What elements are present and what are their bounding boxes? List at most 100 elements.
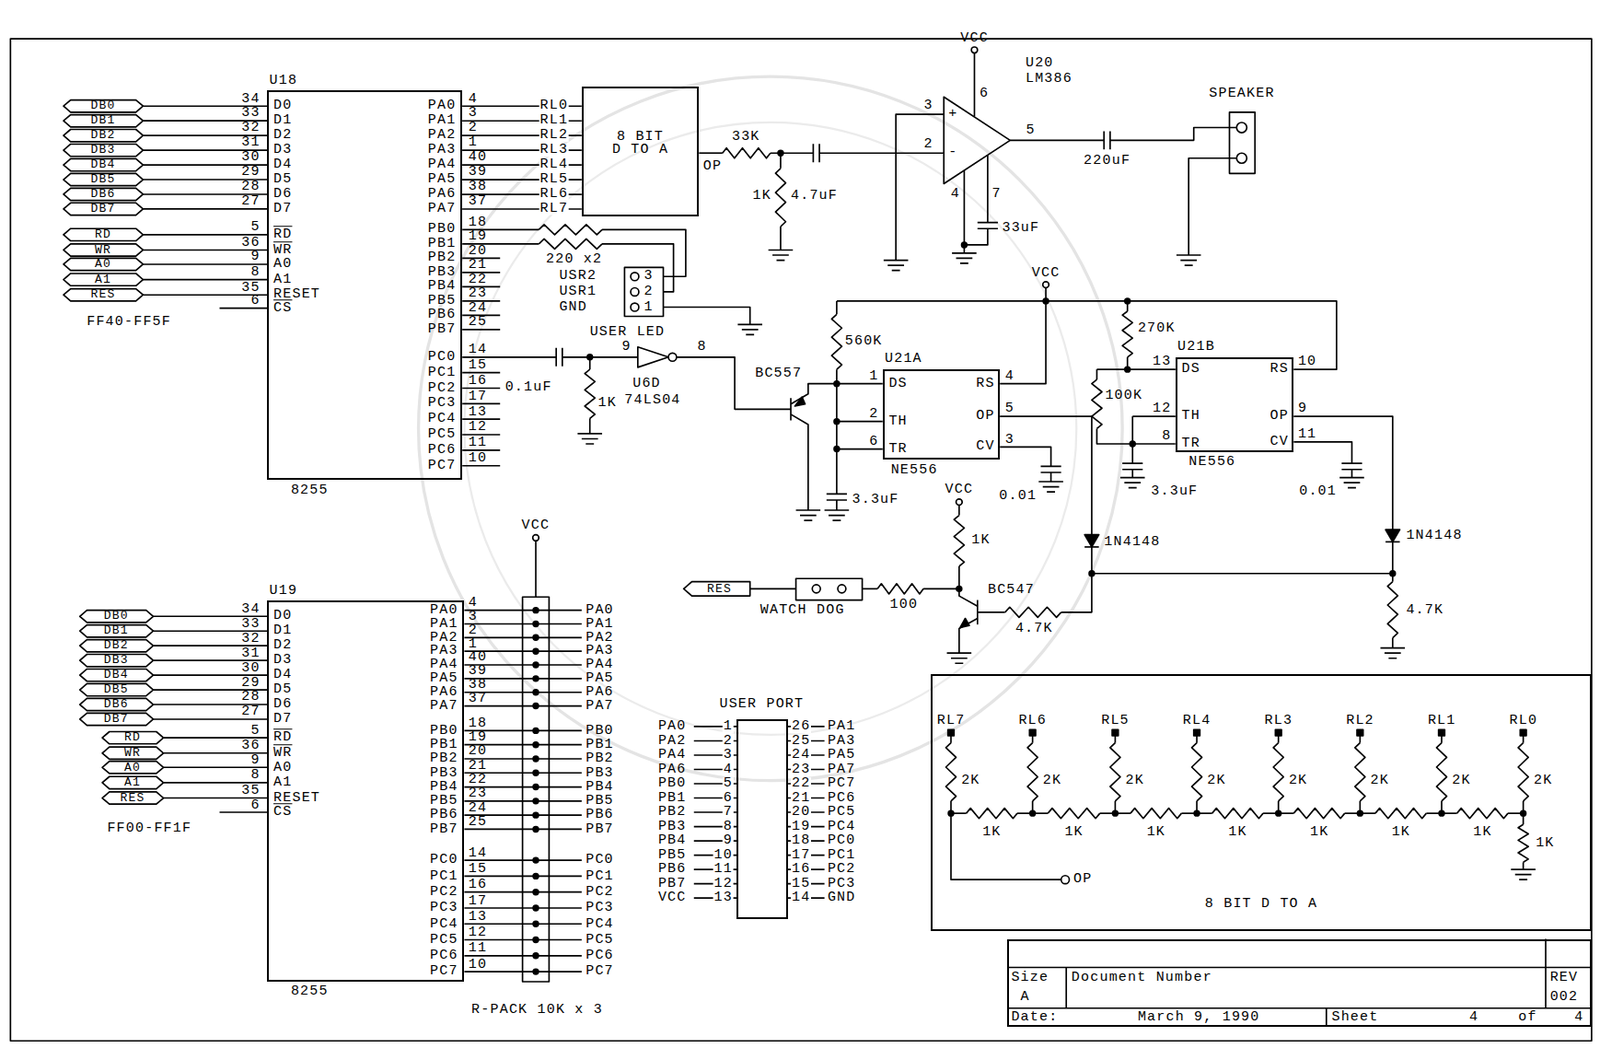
wire-label: RL2 [539,128,570,142]
pin-number: 3 [1005,433,1015,447]
component-value: 100 [890,599,919,613]
part-name: SPEAKER [1208,87,1275,101]
pin-name: PC2 [429,885,459,899]
ground-symbol [796,510,822,521]
pin-number: 29 [241,676,260,690]
pin-name: PB3 [429,766,459,780]
component-value: 0.1uF [505,381,553,395]
pin-name: D2 [273,128,292,142]
pin-name: RS [975,377,995,391]
pin-number: 19 [468,730,487,744]
junction-dot [533,811,539,818]
wire-label: RL5 [539,173,570,186]
wire [1277,735,1280,743]
pin-name: RD [273,731,292,745]
signal-tag-text: A0 [124,762,141,774]
component-value: 2K [1288,774,1308,788]
bus-tag [80,683,154,696]
pin-number: 12 [468,421,487,435]
pin-number: 20 [790,806,812,820]
wire [1441,811,1458,814]
wire [1007,966,1592,969]
pin-name: PA3 [429,645,459,659]
transistor-symbol [976,600,979,626]
signal-name: PC2 [827,863,857,877]
pin-number: 22 [790,777,812,791]
dac-panel: 8 BIT D TO A [930,673,1592,931]
pin-name: WR [273,243,292,257]
pin-name: D3 [273,654,292,668]
pin-name: D0 [273,100,292,114]
component-value: 1K [1391,826,1411,840]
bus-tag [80,654,154,667]
pin-number: 9 [621,340,631,354]
junction-dot [533,952,539,959]
wire [152,718,267,720]
wire [1114,811,1131,814]
component-value: 2K [1451,774,1471,788]
signal-name: PB0 [585,724,615,738]
component-value: 1K [1310,826,1329,840]
signal-tag-text: RES [707,583,732,595]
signal-tag-text: DB1 [104,626,129,638]
junction-dot [533,920,539,927]
resistor-symbol [1122,311,1133,358]
resistor-symbol [538,224,603,235]
signal-name: PC1 [827,848,857,862]
pin-name: PC4 [428,413,457,427]
component-value: 220uF [1083,154,1131,168]
wire [836,448,883,451]
wire [1131,416,1134,464]
junction-dot [533,857,539,863]
pin-number: 11 [713,863,734,877]
wire [562,356,638,359]
pin-number: 38 [468,181,487,195]
ground-symbol [737,324,763,335]
wire [999,287,1046,383]
resistor-symbol [1027,742,1038,801]
wire [835,499,838,511]
pin-name: PB2 [429,752,459,766]
wire [950,812,1062,880]
resistor-symbol [775,168,786,227]
pin-name: RD [273,228,292,242]
junction-dot [533,621,539,627]
signal-name: VCC [658,892,687,905]
ic-8255: U19D0D1D2D3D4D5D6D7RDWRA0A1RESETCSPA0PA1… [266,600,464,983]
signal-name: PC5 [585,933,615,947]
wire [152,629,267,632]
resistor-symbol [1518,823,1529,862]
wire [999,416,1092,535]
jumper-symbol [796,578,863,600]
pin-name: PA7 [428,202,457,216]
timer-ic: U21ADSRSTHOPTRCVNE556 [882,369,1000,460]
terminal [668,352,677,361]
signal-name: RL5 [1101,714,1130,728]
pin-number: 21 [468,258,487,272]
resistor-symbol [1518,742,1529,801]
bus-tag [80,639,154,652]
pin-name: RESET [273,289,321,302]
junction-dot [533,703,539,709]
junction-dot [533,873,539,880]
wire [462,464,500,467]
pin-number: 20 [468,244,487,258]
junction-dot [533,634,539,640]
wire [152,688,267,691]
terminal [1112,729,1119,736]
terminal [1438,729,1446,736]
capacitor-symbol [977,222,998,230]
signal-tag-text: DB0 [90,100,116,112]
opamp-symbol [943,96,1010,184]
terminal [1519,729,1527,736]
bus-tag [80,697,154,710]
pin-name: A1 [273,776,292,789]
signal-tag-text: DB0 [104,611,129,623]
pin-number: 6 [869,435,879,449]
pin-name: TR [1182,437,1201,451]
address-range: FF00-FF1F [106,822,192,835]
pin-name: GND [558,301,588,314]
pin-name: PC3 [429,902,459,916]
signal-name: PC4 [827,820,857,834]
